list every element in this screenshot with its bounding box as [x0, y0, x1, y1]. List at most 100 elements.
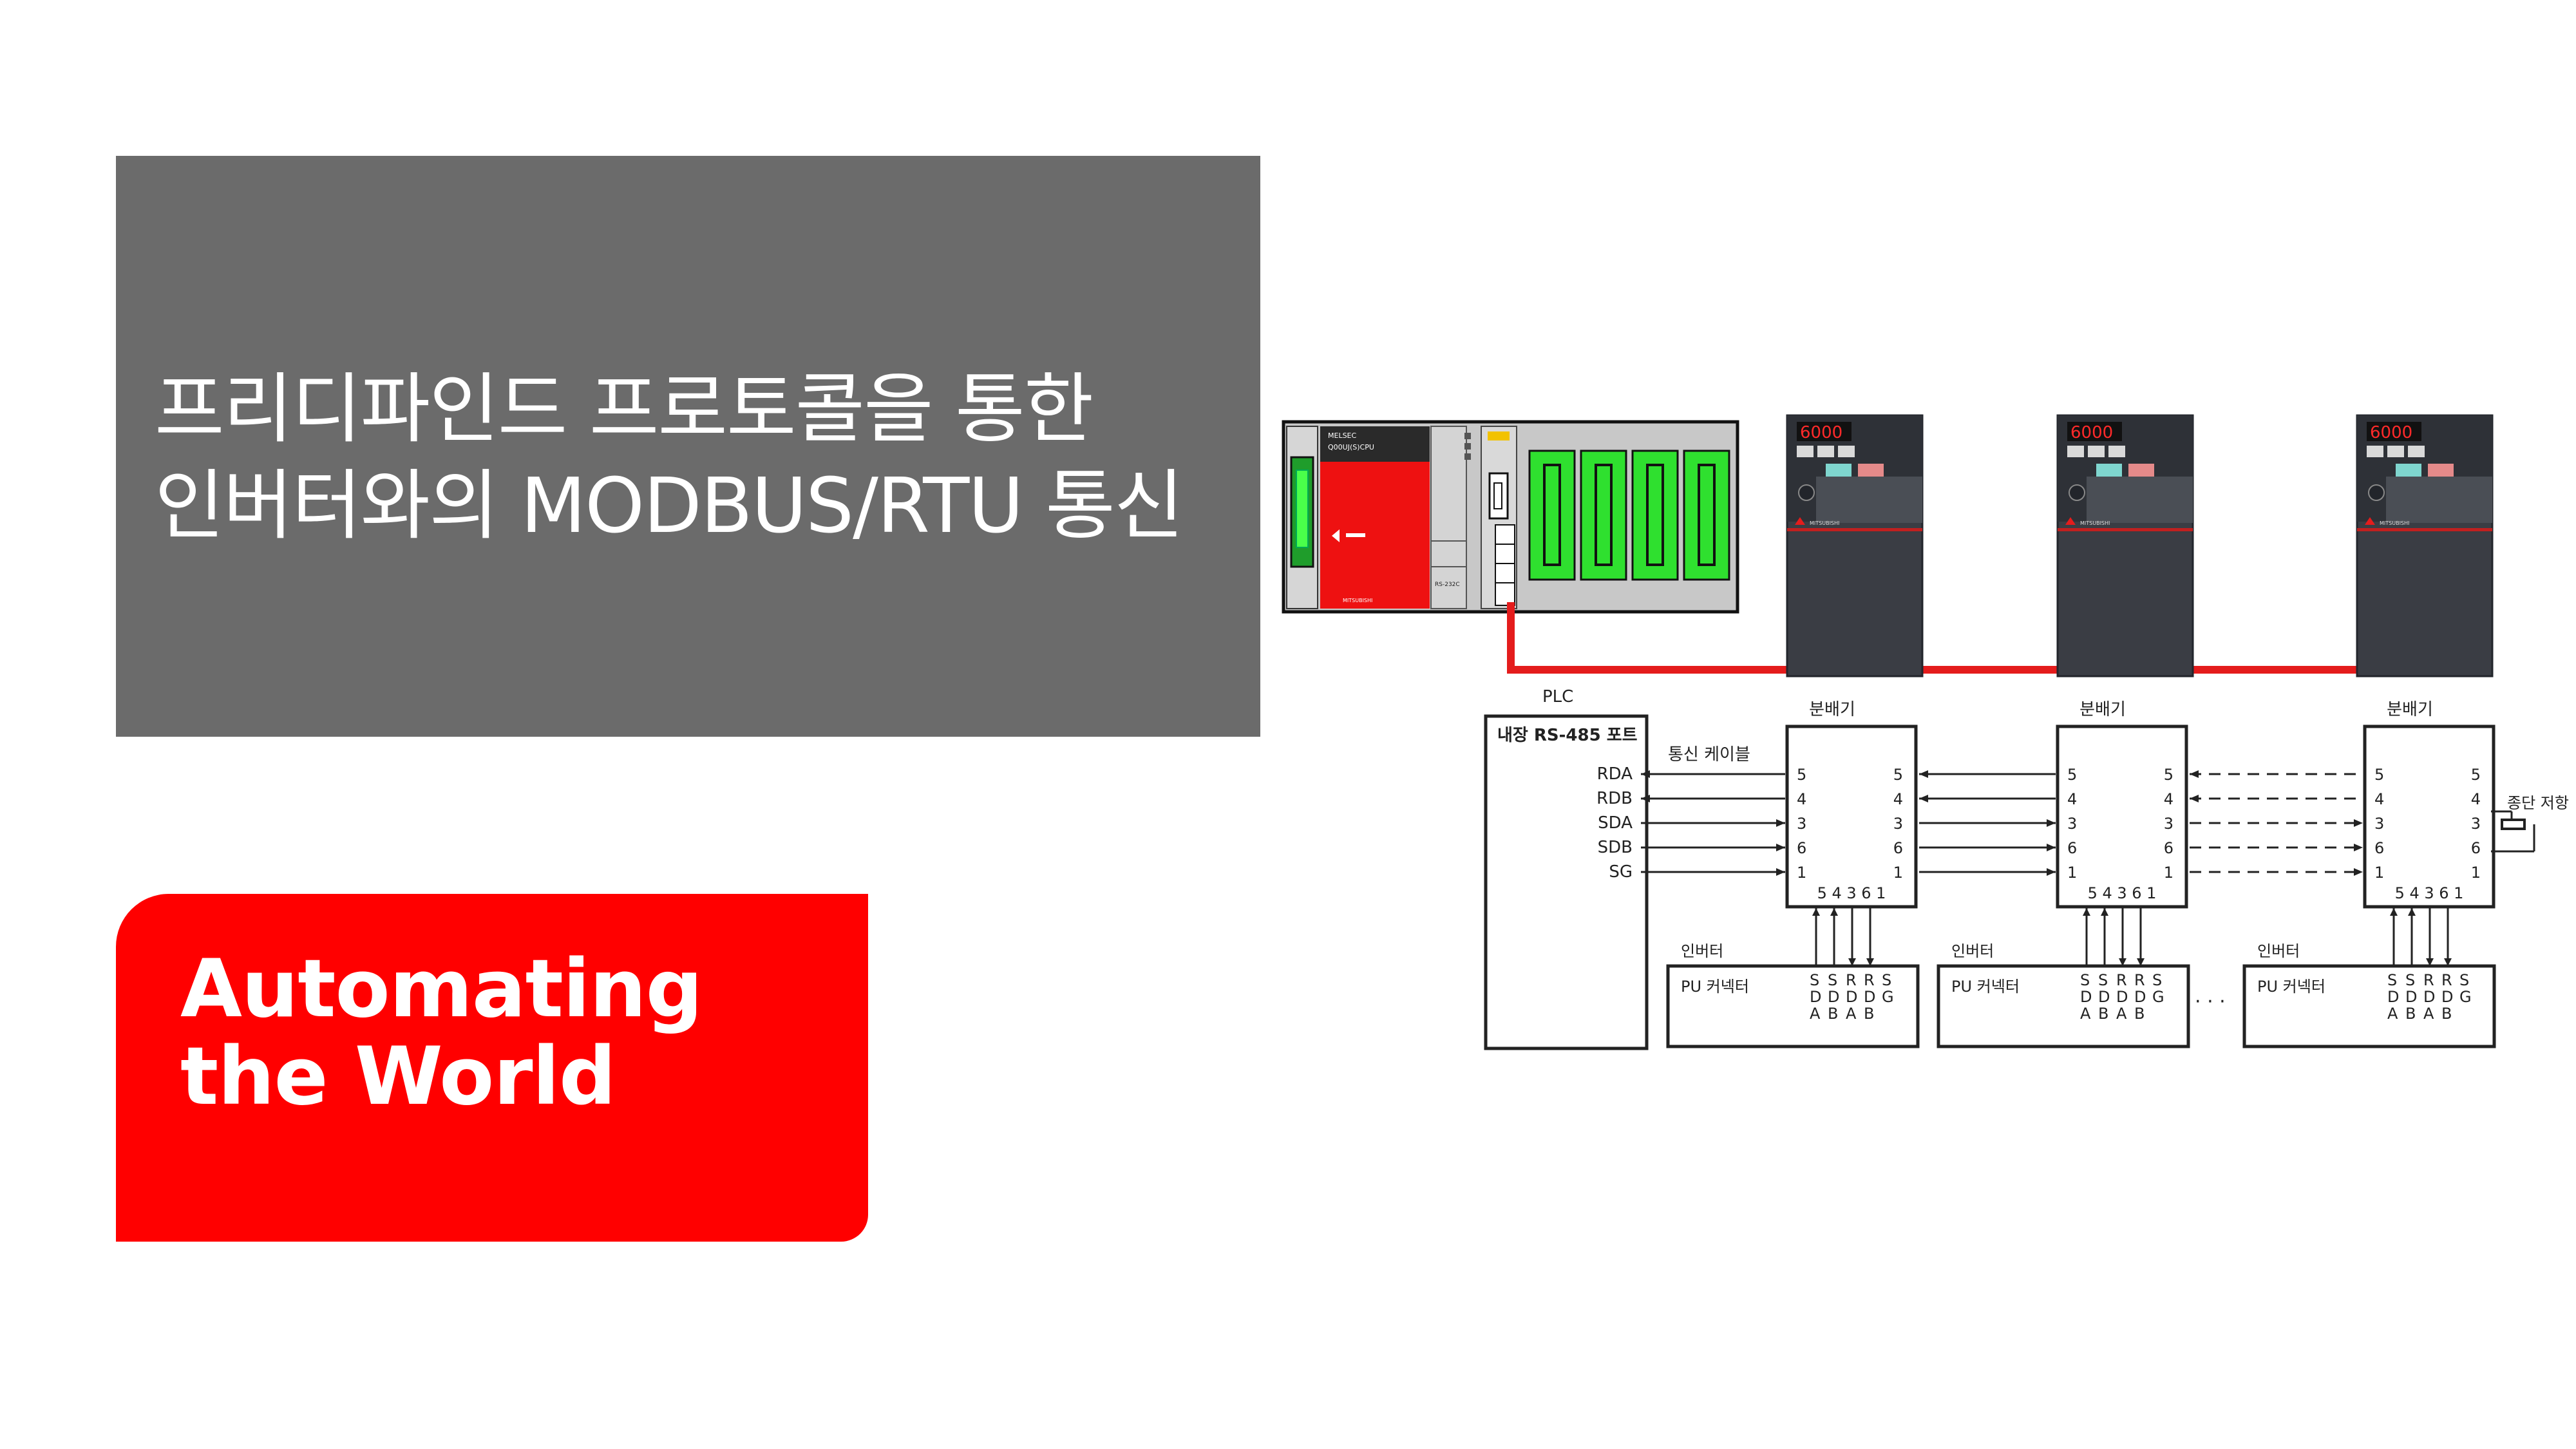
- inverter-display-value: 6000: [1800, 423, 1842, 442]
- splitter-pin-right: 3: [2164, 815, 2174, 833]
- splitter-pin-right: 6: [2164, 839, 2174, 857]
- inverter-brand: MITSUBISHI: [2380, 520, 2409, 526]
- inverter-key: [2067, 446, 2084, 457]
- splitter-bottom-pins: 5 4 3 6 1: [2088, 884, 2157, 902]
- pu-pin-char: A: [2423, 1005, 2434, 1023]
- pu-pin-char: R: [2134, 971, 2145, 989]
- inverter-display: [2367, 422, 2421, 441]
- splitter-pin-right: 6: [2471, 839, 2481, 857]
- wire-arrow-icon: [1919, 795, 1928, 802]
- pu-pin-char: B: [1864, 1005, 1874, 1023]
- terminator-label: 종단 저항: [2507, 794, 2569, 812]
- wire-arrow-icon: [2083, 908, 2090, 916]
- pu-box: [1666, 964, 1920, 1048]
- plc-label: PLC: [1542, 687, 1573, 706]
- inverter-cover: [1816, 477, 1922, 523]
- brand-slogan: Automating the World: [180, 943, 703, 1123]
- splitter-pin-left: 4: [1797, 790, 1806, 808]
- splitter-box: [1785, 724, 1918, 909]
- pu-pin-char: S: [1828, 971, 1837, 989]
- splitter-pin-left: 3: [2067, 815, 2077, 833]
- terminator-resistor: 종단 저항: [2491, 794, 2569, 853]
- inverter-key: [1797, 446, 1814, 457]
- wire-arrow-icon: [1641, 795, 1650, 802]
- splitter-bottom-pins: 5 4 3 6 1: [1817, 884, 1886, 902]
- splitter-pin-left: 6: [2067, 839, 2077, 857]
- splitter-label: 분배기: [2387, 700, 2433, 719]
- pu-pin-char: G: [2459, 988, 2472, 1006]
- pu-pin-char: A: [2080, 1005, 2091, 1023]
- wire-arrow-icon: [2119, 958, 2126, 966]
- inverter-dial: [1798, 484, 1815, 501]
- pu-pin-char: G: [1882, 988, 1894, 1006]
- inverter-label: 인버터: [2257, 942, 2300, 960]
- splitter-pin-right: 4: [2471, 790, 2481, 808]
- wire-arrow-icon: [1848, 958, 1856, 966]
- pu-pin-char: A: [2387, 1005, 2398, 1023]
- plc-signal-sda: SDA: [1598, 813, 1633, 833]
- wire-arrow-icon: [2047, 844, 2056, 851]
- title-panel: 프리디파인드 프로토콜을 통한 인버터와의 MODBUS/RTU 통신: [116, 156, 1260, 737]
- signal-wires: [1641, 770, 2363, 876]
- inverter-stripe: [1787, 528, 1922, 531]
- mitsubishi-logo-icon: [1795, 517, 1805, 525]
- wire-arrow-icon: [2408, 908, 2416, 916]
- splitter-pin-left: 4: [2067, 790, 2077, 808]
- splitter-pin-left: 6: [1797, 839, 1806, 857]
- cable-label: 통신 케이블: [1668, 745, 1750, 764]
- inverter-key: [2088, 446, 2105, 457]
- pu-pin-char: S: [2152, 971, 2162, 989]
- inverter-key: [2408, 446, 2425, 457]
- wire-arrow-icon: [1776, 819, 1785, 827]
- wire-arrow-icon: [1919, 770, 1928, 778]
- wire-arrow-icon: [1866, 958, 1874, 966]
- pu-pin-char: S: [2080, 971, 2090, 989]
- pu-pin-char: B: [2441, 1005, 2452, 1023]
- splitter-pin-right: 5: [1893, 766, 1903, 784]
- wire-arrow-icon: [2354, 819, 2363, 827]
- chain-ellipsis: · · ·: [2195, 990, 2226, 1013]
- inverter-display-value: 6000: [2070, 423, 2113, 442]
- splitter-pin-right: 3: [1893, 815, 1903, 833]
- wire-arrow-icon: [2354, 868, 2363, 876]
- splitter-box: [2363, 724, 2496, 909]
- splitter-pin-right: 5: [2471, 766, 2481, 784]
- splitter-pin-left: 5: [2067, 766, 2077, 784]
- wire-arrow-icon: [2444, 958, 2452, 966]
- inverter-display: [1797, 422, 1852, 441]
- plc-signal-sdb: SDB: [1598, 838, 1633, 857]
- pu-pin-char: D: [1846, 988, 1857, 1006]
- inverter-stripe: [2357, 528, 2492, 531]
- inverter-key-run: [2096, 464, 2122, 477]
- inverter-label: 인버터: [1951, 942, 1994, 960]
- pu-pin-char: R: [2441, 971, 2452, 989]
- inverter-key: [2387, 446, 2404, 457]
- pu-pin-char: D: [2116, 988, 2128, 1006]
- inverter-stripe: [2058, 528, 2193, 531]
- pu-connector-label: PU 커넥터: [1951, 978, 2020, 996]
- inverter-display-value: 6000: [2370, 423, 2412, 442]
- wire-arrow-icon: [2354, 844, 2363, 851]
- splitter-pin-right: 4: [2164, 790, 2174, 808]
- pu-pin-char: S: [2405, 971, 2415, 989]
- inverter-brand: MITSUBISHI: [2080, 520, 2110, 526]
- inverter-key-stop: [1858, 464, 1884, 477]
- pu-pin-char: D: [2441, 988, 2453, 1006]
- plc-signal-rdb: RDB: [1596, 789, 1633, 808]
- plc-maker: MITSUBISHI: [1343, 598, 1372, 603]
- pu-pin-char: D: [2134, 988, 2146, 1006]
- splitter-pin-left: 3: [1797, 815, 1806, 833]
- pu-box: [2242, 964, 2496, 1048]
- wire-arrow-icon: [1776, 844, 1785, 851]
- pu-pin-char: B: [2098, 1005, 2108, 1023]
- splitter-pin-right: 1: [2164, 864, 2174, 882]
- pu-pin-char: R: [1846, 971, 1857, 989]
- splitter-label: 분배기: [2079, 700, 2126, 719]
